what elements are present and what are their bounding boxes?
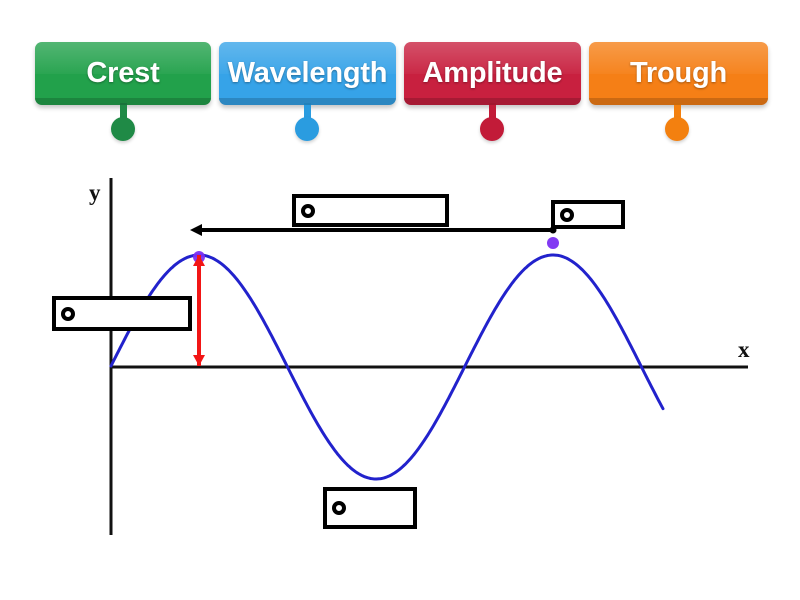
chip-crest-label: Crest: [86, 57, 160, 89]
chip-amplitude-pin-dot[interactable]: [480, 117, 504, 141]
chip-crest-pin-dot[interactable]: [111, 117, 135, 141]
chip-amplitude[interactable]: Amplitude: [404, 42, 581, 105]
crest-drop-zone[interactable]: [551, 200, 625, 229]
label-chip-tray: Crest Wavelength Amplitude Trough: [0, 0, 800, 150]
amplitude-drop-zone[interactable]: [52, 296, 192, 331]
y-axis-label: y: [89, 180, 101, 205]
drop-target-circle-icon: [61, 306, 75, 321]
wave-diagram: y x: [0, 150, 800, 600]
chip-trough[interactable]: Trough: [589, 42, 768, 105]
chip-crest-pin-stem: [119, 103, 127, 125]
chip-wavelength-pin-dot[interactable]: [295, 117, 319, 141]
crest-markers: [193, 237, 559, 263]
trough-drop-zone[interactable]: [323, 487, 417, 529]
chip-trough-pin-stem: [673, 103, 681, 125]
chip-trough-label: Trough: [629, 57, 728, 89]
chip-amplitude-label: Amplitude: [422, 57, 563, 89]
chip-trough-pin-dot[interactable]: [665, 117, 689, 141]
amplitude-arrow: [193, 255, 205, 366]
chip-wavelength-label: Wavelength: [227, 57, 388, 89]
chip-wavelength-pin-stem: [303, 103, 311, 125]
chip-wavelength[interactable]: Wavelength: [219, 42, 396, 105]
drop-target-circle-icon: [301, 203, 315, 218]
wavelength-drop-zone[interactable]: [292, 194, 449, 227]
wave-graph-svg: [109, 178, 748, 535]
drop-target-circle-icon: [332, 501, 346, 515]
x-axis-label: x: [738, 337, 750, 362]
chip-crest[interactable]: Crest: [35, 42, 211, 105]
drop-target-circle-icon: [560, 207, 574, 222]
chip-amplitude-pin-stem: [488, 103, 496, 125]
